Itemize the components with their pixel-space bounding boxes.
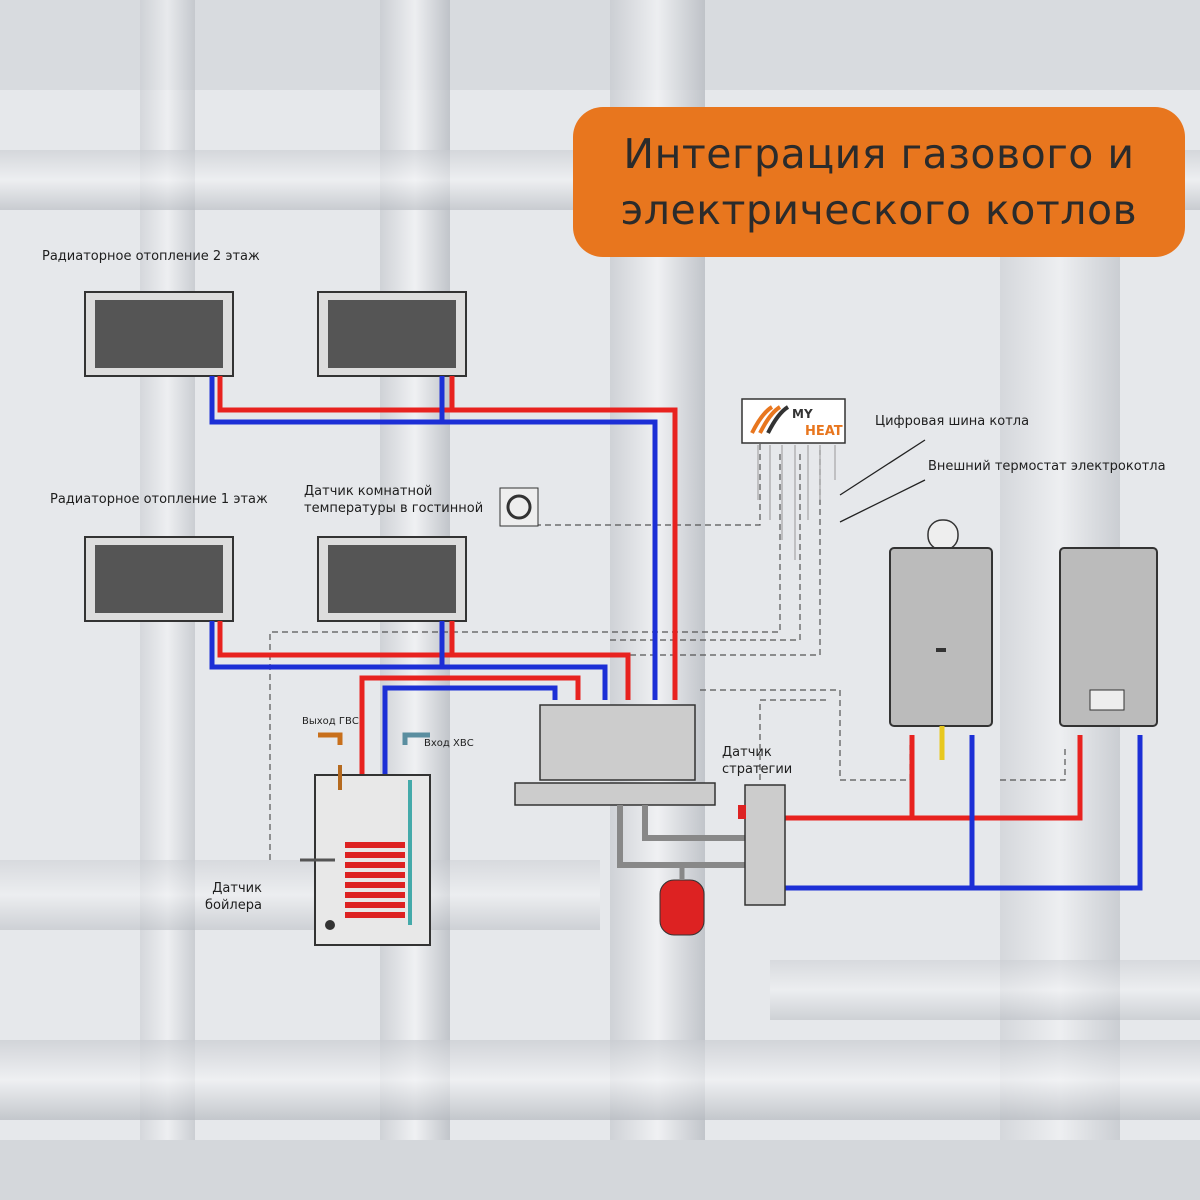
- expansion-tank: [659, 865, 705, 936]
- label-room-sensor: Датчик комнатной температуры в гостинной: [304, 483, 483, 517]
- label-room-sensor-line2: температуры в гостинной: [304, 501, 484, 516]
- pump-group: [514, 704, 745, 868]
- radiator-floor2-right: [317, 291, 467, 377]
- label-hot-water-out: Выход ГВС: [302, 716, 359, 727]
- hot-pipes: [217, 376, 1083, 840]
- label-room-sensor-line1: Датчик комнатной: [304, 484, 433, 499]
- radiator-floor1-right: [317, 536, 467, 622]
- boiler-tank: [300, 732, 431, 946]
- label-ext-thermostat: Внешний термостат электрокотла: [928, 459, 1166, 474]
- label-strategy-sensor-line1: Датчик: [722, 745, 772, 760]
- label-boiler-sensor: Датчик бойлера: [205, 880, 262, 914]
- radiator-floor1-left: [84, 536, 234, 622]
- electric-boiler: [1059, 547, 1158, 727]
- label-cold-water-in: Вход ХВС: [424, 738, 474, 749]
- gas-boiler: [889, 519, 993, 760]
- myheat-logo: MY HEAT: [741, 398, 846, 444]
- thermostat-pointer-line: [839, 479, 926, 523]
- cold-pipes: [209, 376, 1143, 891]
- label-floor1: Радиаторное отопление 1 этаж: [50, 492, 268, 507]
- title-banner: Интеграция газового и электрического кот…: [573, 107, 1185, 257]
- bus-pointer-line: [839, 439, 926, 496]
- logo-my: MY: [792, 407, 813, 421]
- title-line-1: Интеграция газового и: [623, 130, 1135, 178]
- label-boiler-sensor-line1: Датчик: [212, 881, 262, 896]
- label-boiler-sensor-line2: бойлера: [205, 898, 262, 913]
- label-floor2: Радиаторное отопление 2 этаж: [42, 249, 260, 264]
- label-digital-bus: Цифровая шина котла: [875, 414, 1030, 429]
- bus-lines: [757, 445, 836, 560]
- logo-heat: HEAT: [805, 424, 843, 439]
- label-strategy-sensor: Датчик стратегии: [722, 744, 792, 778]
- room-temperature-sensor-icon: [499, 487, 539, 527]
- hydraulic-separator: [738, 784, 786, 906]
- radiator-floor2-left: [84, 291, 234, 377]
- title-line-2: электрического котлов: [620, 186, 1138, 234]
- label-strategy-sensor-line2: стратегии: [722, 762, 793, 777]
